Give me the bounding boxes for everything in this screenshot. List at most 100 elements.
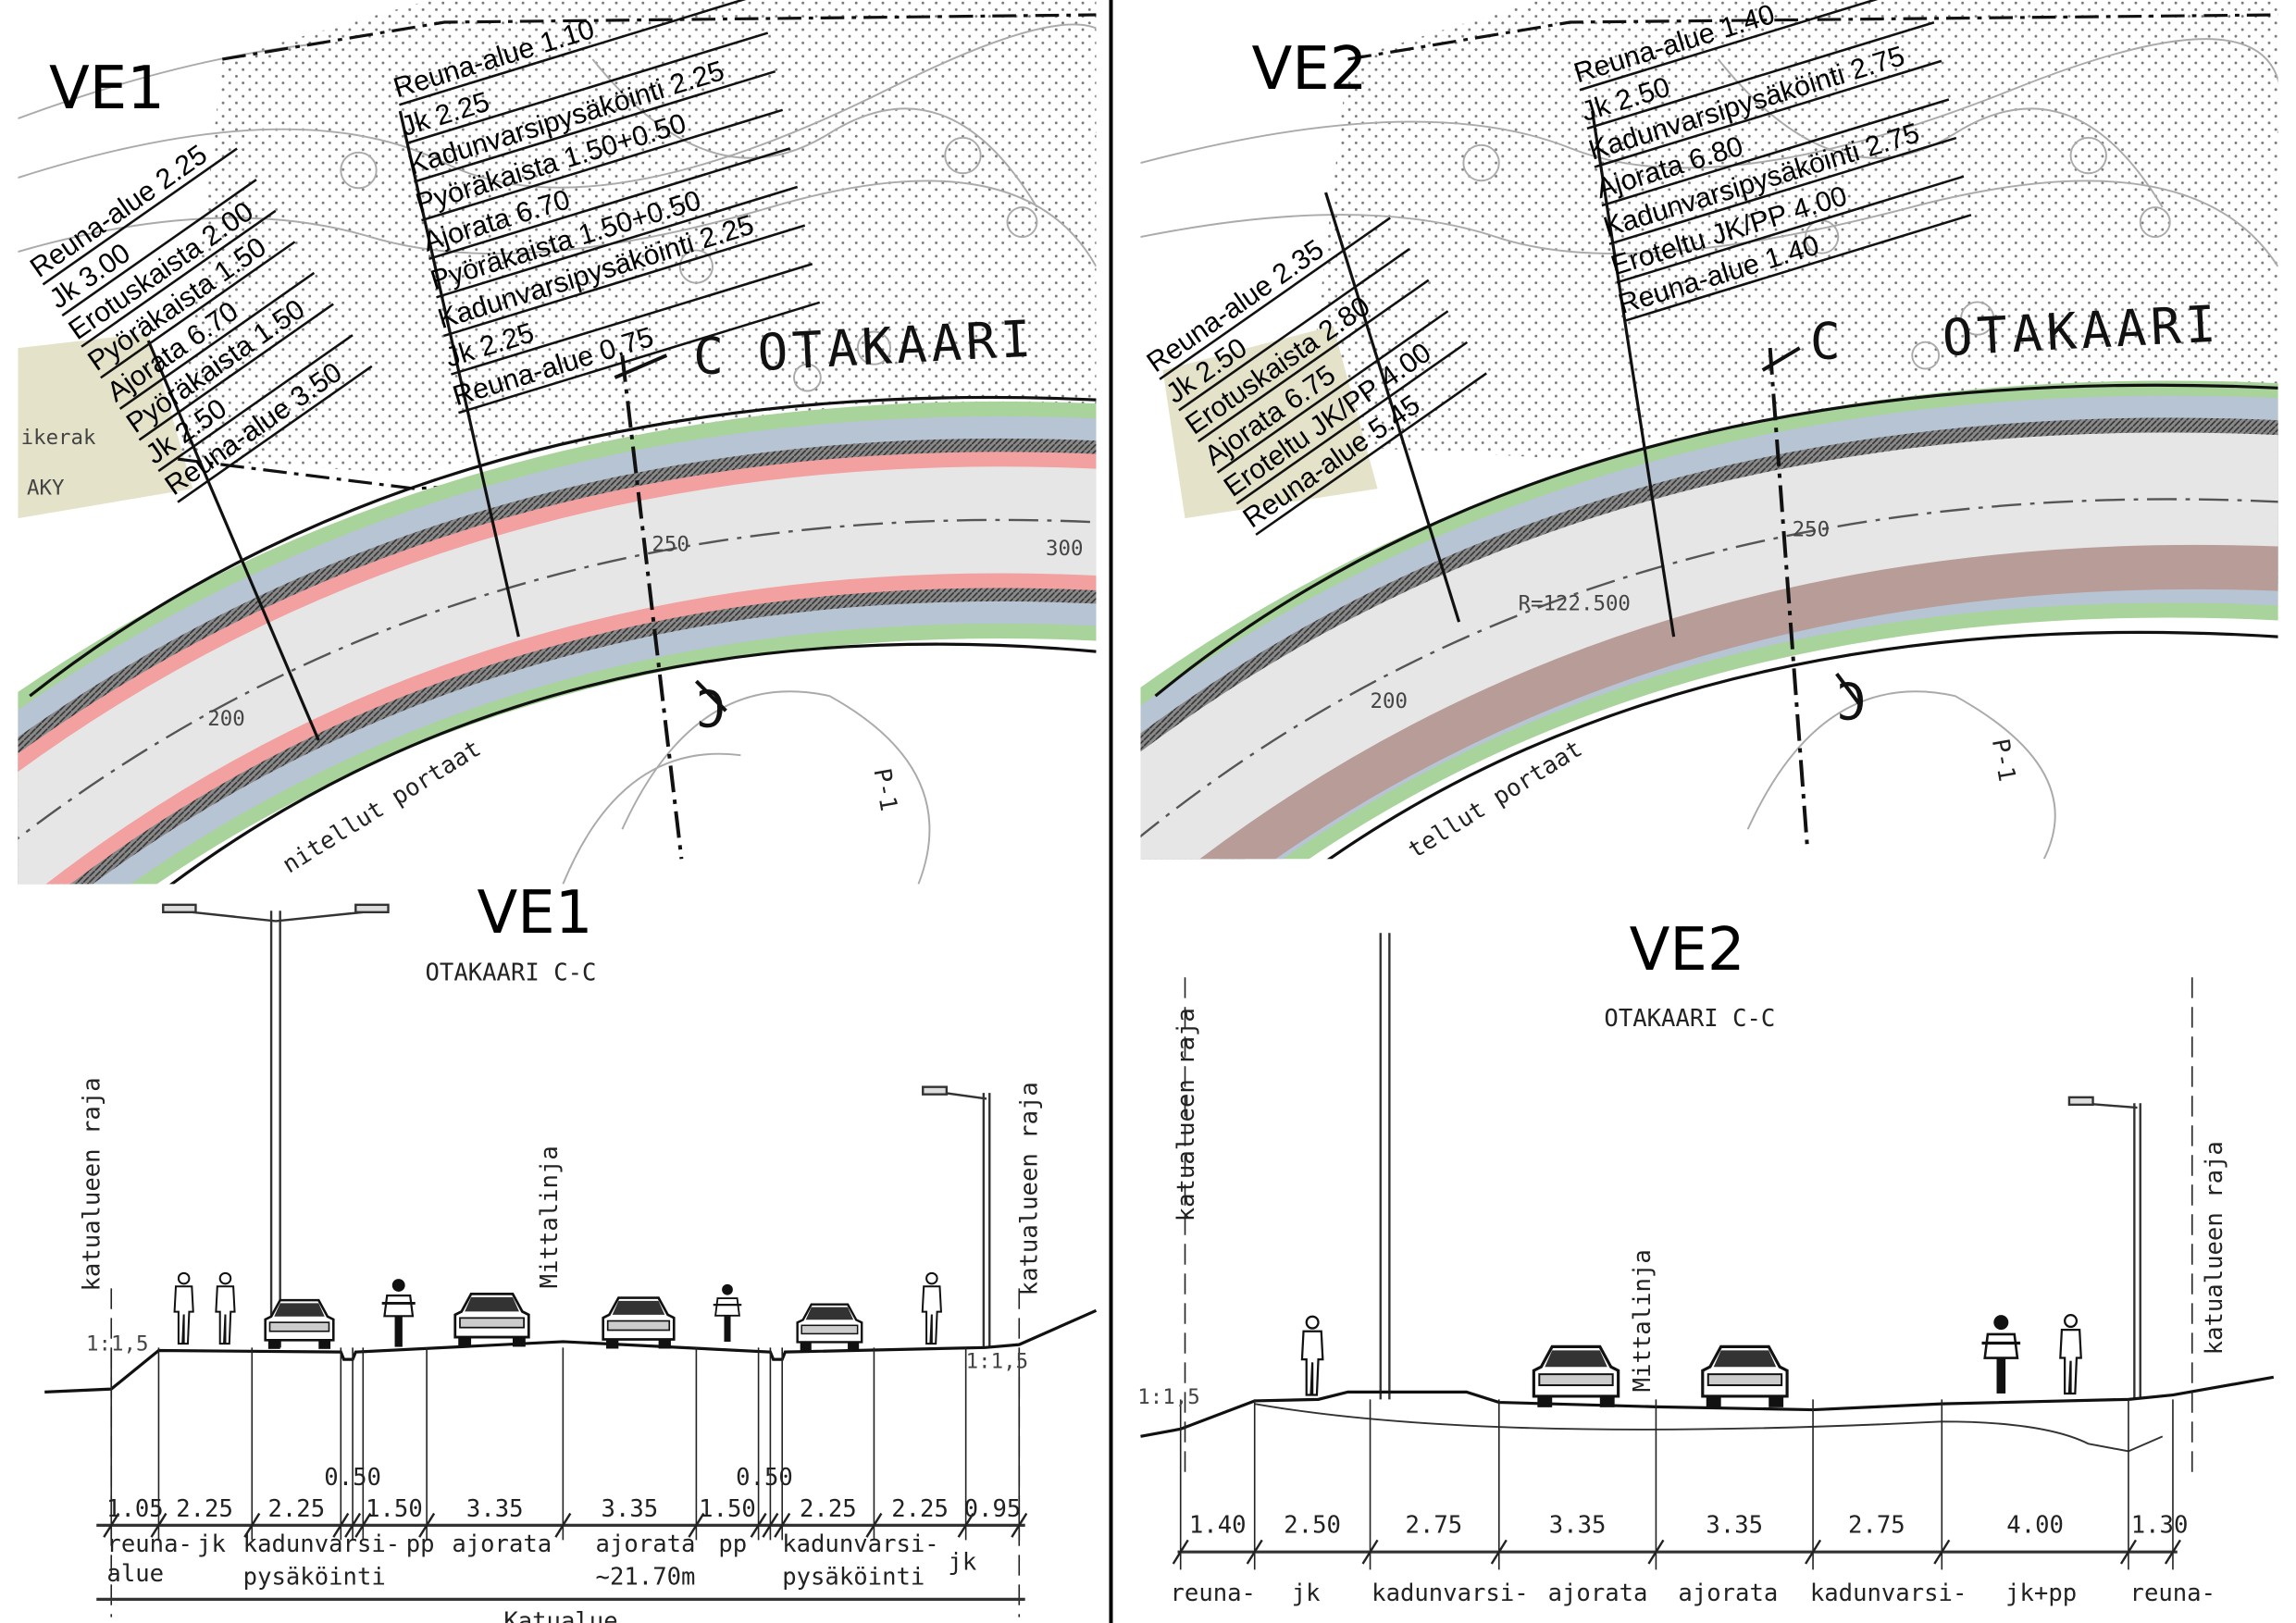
plan-label-underline bbox=[1586, 21, 1935, 130]
plan-label-underline bbox=[443, 224, 806, 338]
width-value: 2.75 bbox=[1406, 1511, 1463, 1539]
plan-label-underline bbox=[414, 69, 776, 183]
section-zone-label: pysäköinti bbox=[782, 1563, 925, 1591]
dimension-tick bbox=[865, 1512, 883, 1538]
width-value: 2.75 bbox=[1848, 1511, 1905, 1539]
plan-label-underline bbox=[406, 31, 769, 145]
dimension-tick bbox=[344, 1512, 362, 1538]
section-zone-label: pp bbox=[406, 1530, 435, 1558]
ve1-boundary-label-right: katualueen raja bbox=[1015, 1082, 1043, 1295]
plan-label-underline bbox=[1601, 98, 1950, 207]
car-figure bbox=[602, 1296, 676, 1349]
ve1-zone-label: AKY bbox=[27, 477, 65, 501]
pedestrian-figure bbox=[1300, 1315, 1324, 1396]
dimension-tick bbox=[762, 1512, 779, 1538]
dimension-tick bbox=[150, 1512, 168, 1538]
width-value: 1.40 bbox=[1189, 1511, 1247, 1539]
dimension-tick bbox=[688, 1512, 705, 1538]
parked-car-figure bbox=[796, 1303, 863, 1351]
dimension-tick bbox=[1805, 1539, 1822, 1565]
ve2-section-marker-top: C bbox=[1810, 311, 1845, 370]
ve1-total-label: Katualue bbox=[503, 1607, 617, 1623]
cyclist-figure bbox=[1980, 1313, 2022, 1395]
section-zone-label: kadunvarsi- bbox=[1371, 1580, 1529, 1607]
pedestrian-figure bbox=[173, 1271, 194, 1345]
plan-label-underline bbox=[1623, 214, 1972, 323]
width-value: 3.35 bbox=[1549, 1511, 1607, 1539]
ve2-plan: C C OTAKAARI tellut portaat P-1 200 250 … bbox=[1140, 0, 2278, 860]
ve2-boundary-label-right: katualueen raja bbox=[2201, 1141, 2228, 1355]
plan-label-underline bbox=[1159, 217, 1391, 380]
ve1-building-label: ikerak bbox=[21, 426, 96, 450]
plan-label-underline bbox=[1579, 0, 1928, 92]
ve2-section-line bbox=[1768, 347, 1809, 845]
plan-label-underline bbox=[61, 179, 257, 317]
plan-label-underline bbox=[1255, 372, 1487, 536]
parked-car-figure bbox=[1532, 1344, 1620, 1408]
ve1-boundary-label-left: katualueen raja bbox=[78, 1077, 105, 1291]
width-value: 2.50 bbox=[1284, 1511, 1341, 1539]
ve1-measure-line-label: Mittalinja bbox=[536, 1146, 564, 1288]
ve1-street-light-large bbox=[162, 903, 390, 1348]
plan-label-underline bbox=[436, 185, 799, 299]
ve2-radius-label: R=122.500 bbox=[1519, 591, 1631, 615]
ve1-ground-profile bbox=[44, 1308, 1098, 1394]
parked-car-figure bbox=[264, 1298, 335, 1349]
ve2-slope-left: 1:1,5 bbox=[1137, 1385, 1199, 1409]
ve2-section-subtitle: OTAKAARI C-C bbox=[1604, 1005, 1775, 1033]
width-value: 3.35 bbox=[1706, 1511, 1763, 1539]
dimension-tick bbox=[1246, 1539, 1263, 1565]
ve1-building-area bbox=[18, 333, 193, 519]
plan-label-underline bbox=[1594, 59, 1942, 168]
dimension-tick bbox=[1011, 1512, 1028, 1538]
section-zone-label: ajorata bbox=[452, 1530, 552, 1558]
width-value: 1.50 bbox=[366, 1495, 423, 1523]
width-value: 1.50 bbox=[699, 1495, 756, 1523]
ve2-street-light-small bbox=[2067, 1096, 2141, 1400]
section-zone-label: reuna- bbox=[2130, 1580, 2215, 1607]
ve1-cross-section: VE1 OTAKAARI C-C katualueen raja katualu… bbox=[44, 879, 1098, 1623]
section-zone-label: jk+pp bbox=[2005, 1580, 2077, 1607]
car-figure bbox=[453, 1292, 530, 1348]
plan-label-underline bbox=[100, 241, 296, 379]
plan-label-underline bbox=[421, 108, 784, 222]
dimension-tick bbox=[1172, 1539, 1189, 1565]
dimension-tick bbox=[1647, 1539, 1665, 1565]
ve2-station-200: 200 bbox=[1371, 689, 1408, 713]
section-zone-label: kadunvarsi- bbox=[243, 1530, 401, 1558]
width-value: 0.95 bbox=[964, 1495, 1022, 1523]
width-value: 2.25 bbox=[891, 1495, 949, 1523]
section-zone-label: ajorata bbox=[596, 1530, 696, 1558]
ve2-street-light-large bbox=[1379, 933, 1391, 1400]
dimension-tick bbox=[354, 1512, 372, 1538]
ve1-slope-right: 1:1,5 bbox=[966, 1350, 1028, 1374]
plan-label-underline bbox=[157, 334, 354, 473]
section-zone-label: jk bbox=[197, 1530, 226, 1558]
ve1-street-name: OTAKAARI bbox=[756, 308, 1036, 382]
ve1-slope-left: 1:1,5 bbox=[86, 1332, 148, 1357]
plan-label-underline bbox=[81, 209, 277, 348]
section-zone-label: ajorata bbox=[1548, 1580, 1648, 1607]
dimension-tick bbox=[750, 1512, 767, 1538]
cyclist-figure bbox=[380, 1277, 417, 1349]
pedestrian-figure bbox=[2059, 1313, 2082, 1395]
ve1-street-light-small bbox=[922, 1085, 991, 1348]
plan-label-underline bbox=[1608, 136, 1957, 245]
ve1-section-marker-bottom: C bbox=[691, 678, 726, 737]
parked-car-figure bbox=[1701, 1344, 1789, 1408]
ve1-station-300: 300 bbox=[1046, 537, 1083, 561]
section-zone-label: kadunvarsi- bbox=[782, 1530, 939, 1558]
ve1-station-200: 200 bbox=[207, 707, 244, 731]
plan-label-underline bbox=[138, 303, 334, 441]
dimension-tick bbox=[2164, 1539, 2181, 1565]
plan-label-underline bbox=[42, 147, 238, 286]
dimension-tick bbox=[957, 1512, 974, 1538]
plan-label-underline bbox=[1216, 310, 1449, 474]
section-zone-label: ajorata bbox=[1678, 1580, 1778, 1607]
ve2-boundary-label-left: katualueen raja bbox=[1173, 1008, 1200, 1221]
width-value: 3.35 bbox=[602, 1495, 659, 1523]
ve1-section-line bbox=[620, 354, 684, 860]
ve2-cross-section: VE2 OTAKAARI C-C katualueen raja katualu… bbox=[1137, 916, 2275, 1607]
width-value: 0.50 bbox=[324, 1464, 381, 1492]
plan-label-underline bbox=[1197, 279, 1430, 443]
